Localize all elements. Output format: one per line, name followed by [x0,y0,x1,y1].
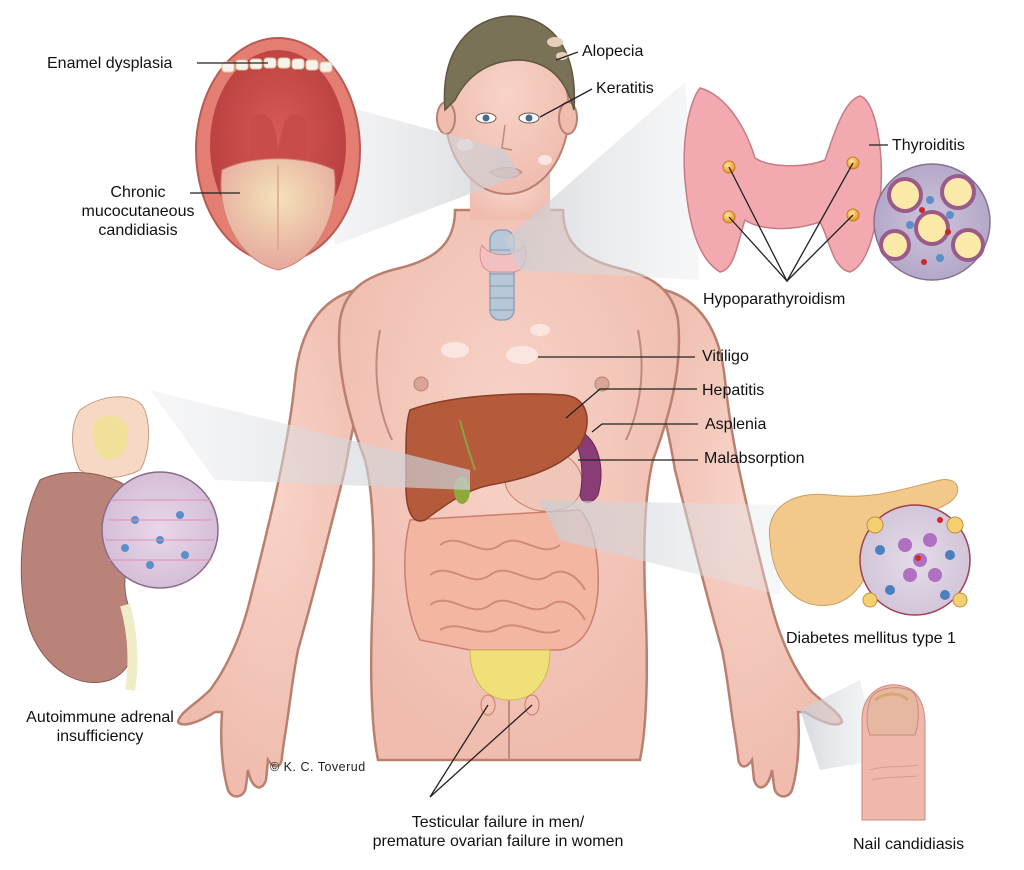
label-keratitis: Keratitis [596,80,654,97]
adrenal-kidney-callout [20,396,219,691]
leader-lines [190,51,888,798]
label-enamel-dysplasia: Enamel dysplasia [47,55,173,72]
callout-beams [150,82,880,770]
label-line: Chronic [110,184,166,201]
label-alopecia: Alopecia [582,43,644,60]
label-line: premature ovarian failure in women [372,833,624,850]
label-diabetes: Diabetes mellitus type 1 [786,630,956,647]
pancreas-callout [768,479,971,616]
nail-callout [861,684,926,821]
label-adrenal-insufficiency: Autoimmune adrenal insufficiency [10,708,190,746]
label-hypoparathyroidism: Hypoparathyroidism [703,291,846,308]
copyright-notice: © K. C. Toverud [270,760,366,774]
label-nail-candidiasis: Nail candidiasis [853,836,965,853]
label-line: candidiasis [98,222,178,239]
mouth-callout [195,37,361,271]
thyroid-callout [683,87,991,281]
label-thyroiditis: Thyroiditis [892,137,965,154]
label-line: Testicular failure in men/ [411,814,585,831]
label-gonadal-failure: Testicular failure in men/ premature ova… [338,813,658,851]
label-asplenia: Asplenia [705,416,767,433]
label-line: Autoimmune adrenal [26,709,174,726]
label-chronic-candidiasis: Chronic mucocutaneous candidiasis [73,183,203,240]
label-line: mucocutaneous [81,203,195,220]
label-line: insufficiency [56,728,144,745]
label-vitiligo: Vitiligo [702,348,749,365]
label-hepatitis: Hepatitis [702,382,765,399]
label-malabsorption: Malabsorption [704,450,805,467]
